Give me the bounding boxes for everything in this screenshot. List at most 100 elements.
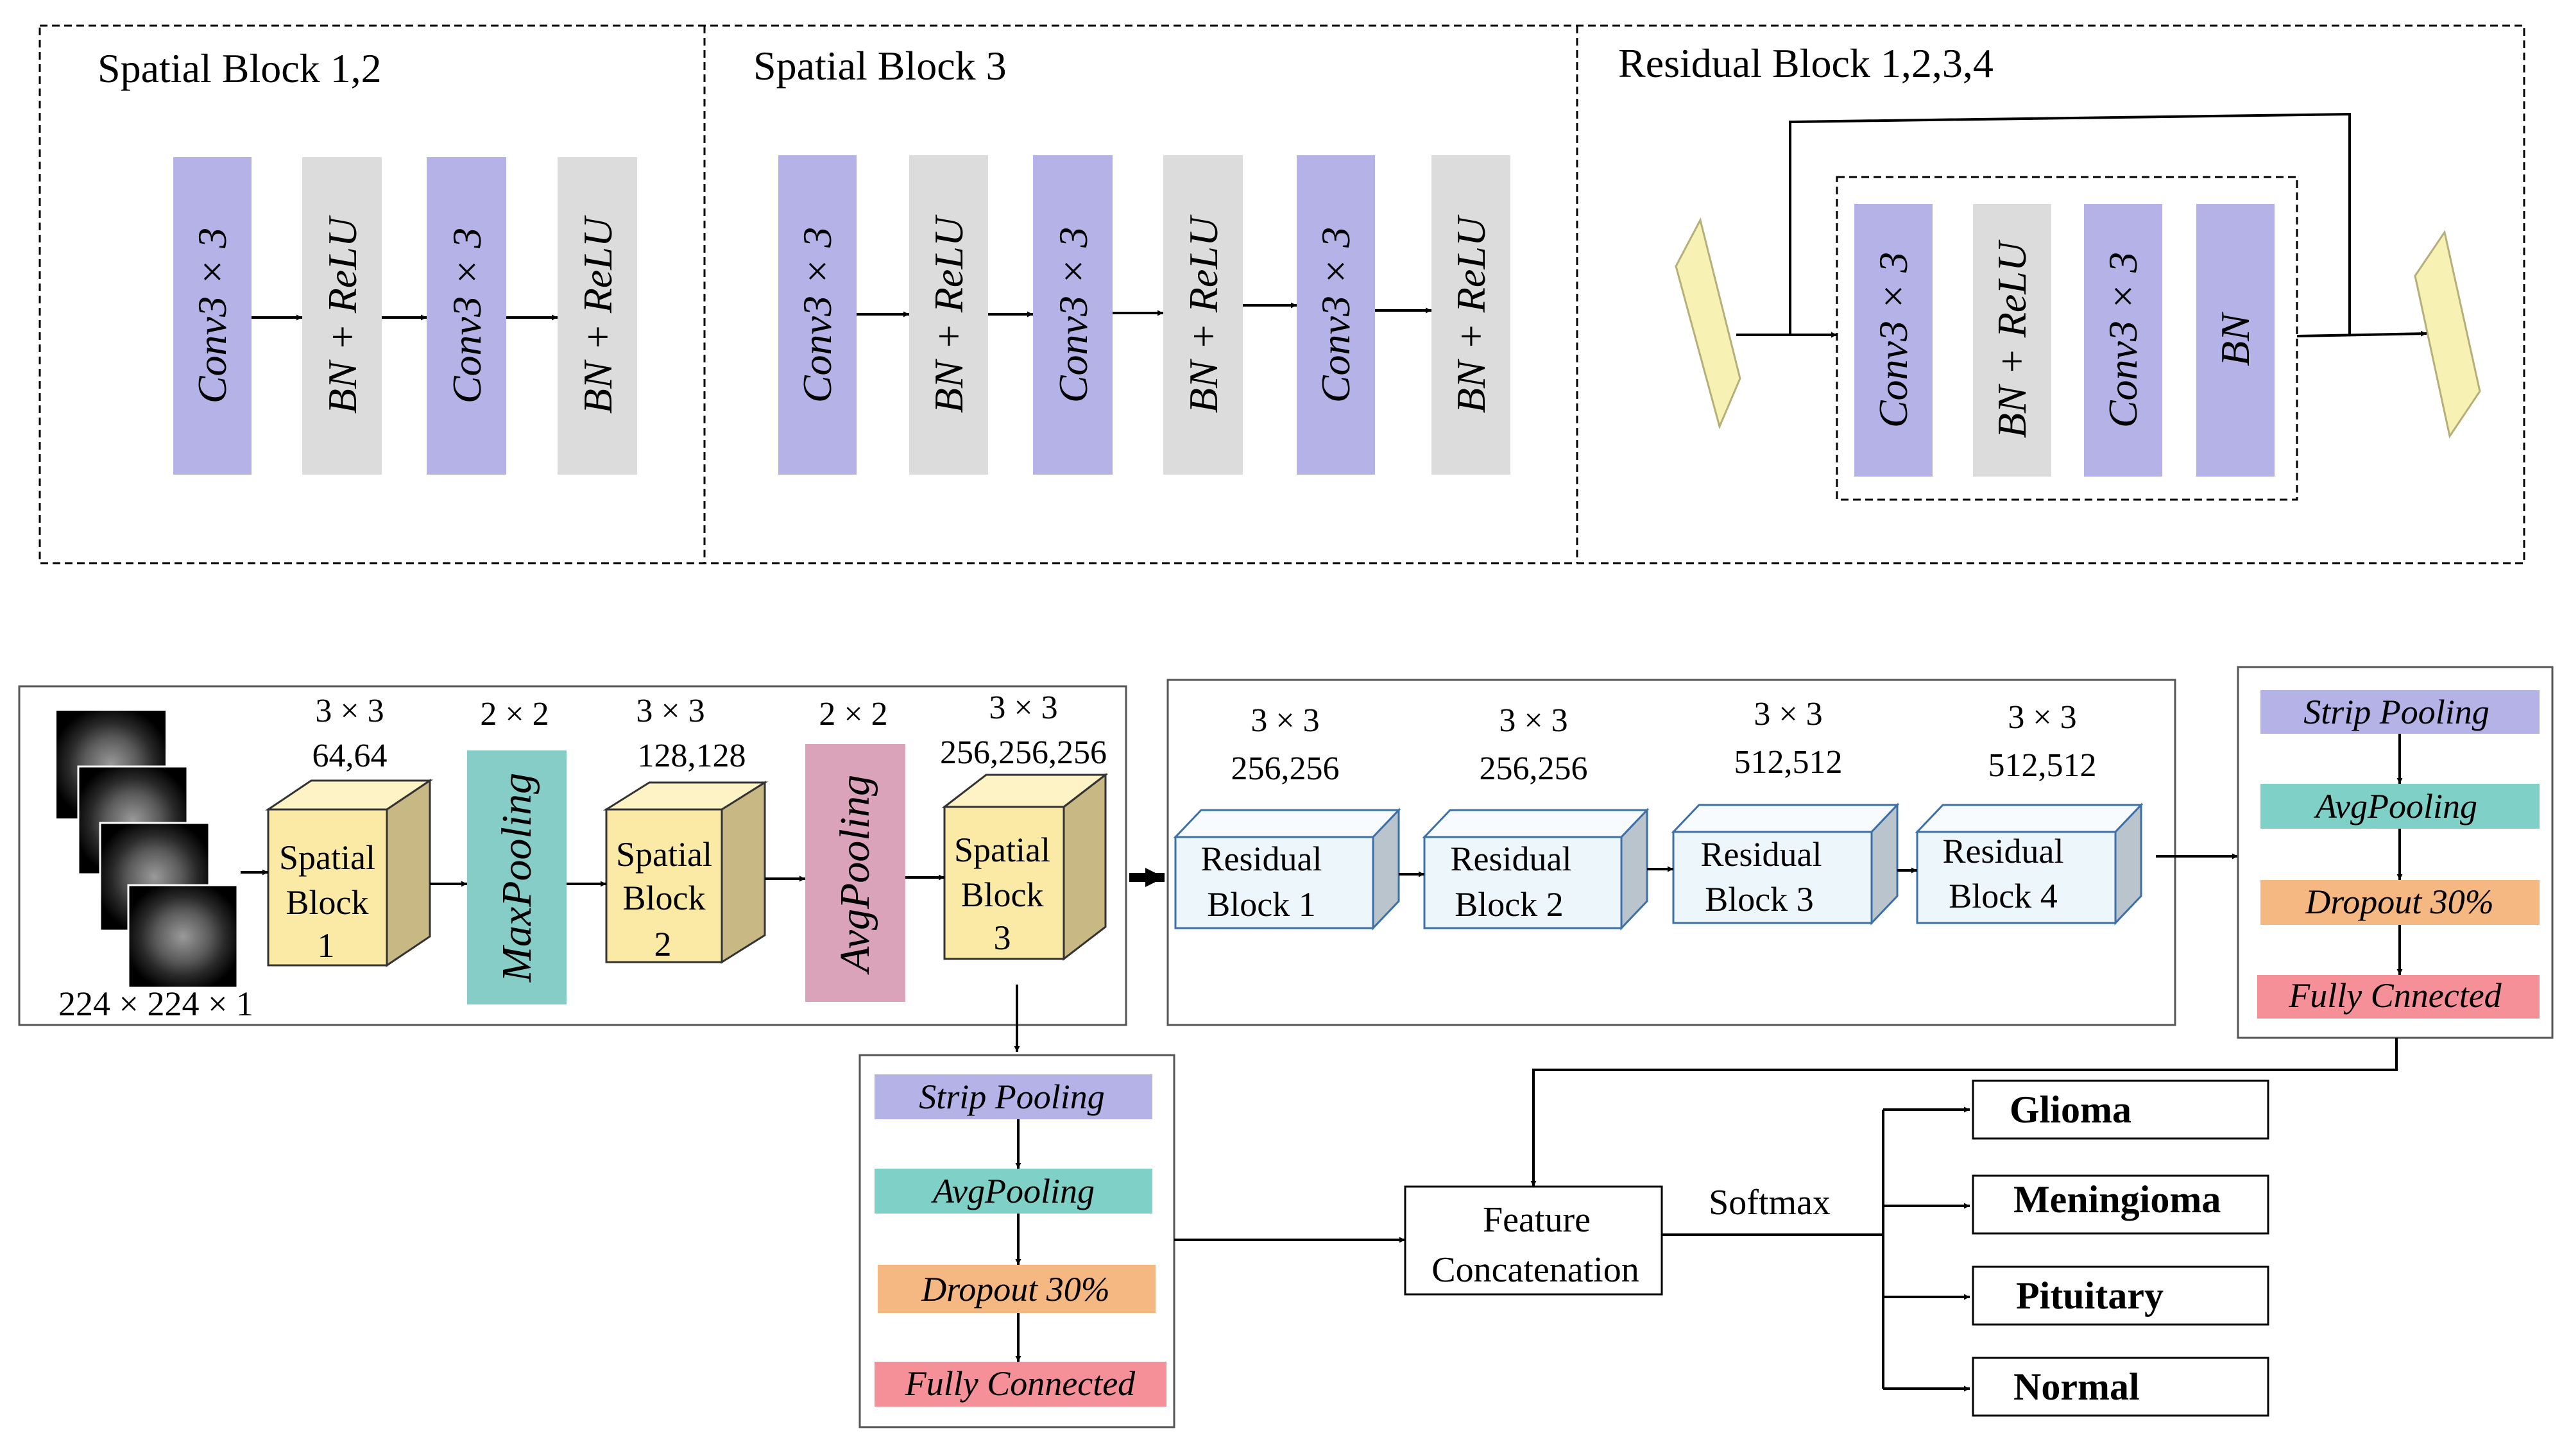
rb3-kernel-label: 3 × 3 [1754,696,1822,732]
conv-label: Conv3 × 3 [2100,252,2146,428]
panel-title-spatial-12: Spatial Block 1,2 [98,46,382,91]
strip-pooling-layer [875,1074,1152,1119]
mri-input-stack [56,711,239,989]
strip-pooling-layer [2260,690,2540,734]
fully-connected-layer [875,1362,1166,1407]
conv-label: Conv3 × 3 [1313,227,1358,403]
residual-stage-frame [1166,679,2176,1026]
right-head: Strip Pooling AvgPooling Dropout 30% Ful… [2237,666,2554,1039]
bn-relu-layer [558,157,637,475]
maxpool-layer [467,750,567,1004]
avgpooling-layer [875,1169,1152,1214]
right-head-to-concat-arrow [1530,1038,2398,1187]
bn-relu-label: BN + ReLU [320,215,365,414]
bn-relu-layer [302,157,382,475]
mri-slice [127,884,239,989]
class-label-meningioma: Meningioma [2013,1178,2221,1221]
top-panels: Spatial Block 1,2 Spatial Block 3 Residu… [38,24,2525,564]
sb3-line3: 3 [994,918,1011,957]
sb1-line3: 1 [318,926,335,965]
class-box-glioma [1972,1079,2269,1140]
class-label-normal: Normal [2013,1366,2140,1408]
strip-pooling-label: Strip Pooling [919,1078,1105,1116]
feature-label-line2: Concatenation [1431,1250,1639,1290]
avgpooling-label: AvgPooling [931,1172,1095,1210]
bn-relu-layer [909,155,988,475]
class-box-meningioma [1972,1174,2269,1235]
residual-inner-frame [1836,176,2298,501]
bn-relu-layer [1431,155,1510,475]
conv-layer [778,155,857,475]
spatial-block-3: Spatial Block 3 [941,772,1109,961]
spatial-block-3-panel: Conv3 × 3 BN + ReLU Conv3 × 3 BN + ReLU … [778,155,1510,475]
residual-block-3: Residual Block 3 [1671,802,1900,926]
avgpooling-label: AvgPooling [2314,787,2477,825]
conv-layer [427,157,506,475]
bn-relu-layer [1163,155,1243,475]
dropout-label: Dropout 30% [2305,883,2494,921]
avgpool-layer [805,744,905,1002]
rb4-line1: Residual [1943,832,2064,870]
sb1-line1: Spatial [279,838,375,877]
conv-layer [1854,204,1933,477]
feature-label-line1: Feature [1483,1200,1591,1240]
conv-label: Conv3 × 3 [444,228,490,403]
class-box-normal [1972,1357,2269,1417]
bn-relu-label: BN + ReLU [1181,214,1226,413]
input-dimension-label: 224 × 224 × 1 [58,985,253,1023]
residual-output-arrow [2296,330,2427,337]
residual-block-panel: Conv3 × 3 BN + ReLU Conv3 × 3 BN [1675,112,2481,501]
conv-layer [2084,204,2162,477]
strip-pooling-label: Strip Pooling [2303,693,2489,731]
fully-connected-label: Fully Cnnected [2288,976,2502,1015]
rb2-line2: Block 2 [1455,885,1564,924]
sb2-line2: Block [623,879,706,917]
residual-block-4: Residual Block 4 [1915,802,2144,926]
conv-layer [1297,155,1375,475]
sb2-line3: 2 [654,925,672,963]
bn-relu-label: BN + ReLU [1448,214,1494,413]
skip-connection [1789,112,2351,335]
panel-title-spatial-3: Spatial Block 3 [753,43,1007,89]
bn-layer [2196,204,2275,477]
sb2-filters-label: 128,128 [638,738,746,774]
spatial-stage-frame [18,685,1127,1026]
conv-label: Conv3 × 3 [794,227,840,403]
sb3-line2: Block [961,876,1044,914]
rb4-line2: Block 4 [1949,877,2058,915]
avgpooling-layer [2260,784,2540,829]
fully-connected-label: Fully Connected [905,1364,1136,1403]
rb3-line2: Block 3 [1705,880,1814,918]
dropout-layer [2260,880,2540,925]
sb1-line2: Block [286,883,369,922]
rb1-line2: Block 1 [1207,885,1316,924]
bn-relu-layer [1973,204,2051,477]
conv-label: Conv3 × 3 [189,228,235,403]
backbone-section: 224 × 224 × 1 3 × 3 64,64 Spatial Block … [18,679,2238,1052]
sb2-kernel-label: 3 × 3 [636,693,705,729]
bn-label: BN [2212,312,2258,366]
rb4-kernel-label: 3 × 3 [2008,699,2076,736]
sb2-line1: Spatial [616,835,712,874]
sb3-line1: Spatial [954,831,1050,869]
spatial-block-1: Spatial Block 1 [265,779,433,967]
dropout-label: Dropout 30% [921,1270,1110,1308]
conv-label: Conv3 × 3 [1870,252,1916,428]
input-tensor-shape [1675,217,1741,430]
panel-title-residual: Residual Block 1,2,3,4 [1618,40,1994,86]
output-tensor-shape [2414,230,2481,439]
fully-connected-layer [2257,975,2540,1019]
fusion-section: Feature Concatenation Softmax Glioma Men… [1174,1038,2398,1417]
sb3-kernel-label: 3 × 3 [989,690,1057,726]
residual-block-2: Residual Block 2 [1422,808,1650,931]
rb2-kernel-label: 3 × 3 [1499,702,1567,739]
rb1-line1: Residual [1201,840,1322,878]
rb3-line1: Residual [1701,835,1822,874]
rb1-kernel-label: 3 × 3 [1251,702,1319,739]
sb1-kernel-label: 3 × 3 [315,693,384,729]
class-box-pituitary [1972,1266,2269,1326]
bn-relu-label: BN + ReLU [575,215,620,414]
conv-layer [1033,155,1113,475]
feature-concatenation-box [1404,1185,1663,1296]
class-label-pituitary: Pituitary [2016,1274,2164,1317]
